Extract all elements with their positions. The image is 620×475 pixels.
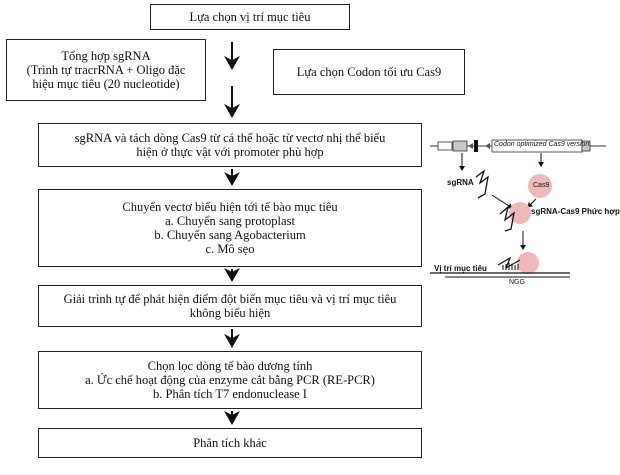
step-label: Lựa chọn Codon tối ưu Cas9 bbox=[296, 65, 442, 79]
step-line: Chuyển vectơ biểu hiện tới tế bào mục ti… bbox=[122, 200, 338, 214]
step-line: sgRNA và tách dòng Cas9 từ cá thể hoặc t… bbox=[74, 131, 386, 145]
complex-label: sgRNA-Cas9 Phức hợp bbox=[531, 207, 620, 216]
step-line: a. Ức chế hoạt động của enzyme cắt bằng … bbox=[85, 373, 375, 387]
step-label: Phân tích khác bbox=[193, 436, 267, 450]
step-line: Tổng hợp sgRNA bbox=[61, 49, 151, 63]
step-transfer-vector: Chuyển vectơ biểu hiện tới tế bào mục ti… bbox=[38, 189, 422, 267]
step-line: không biểu hiện bbox=[189, 306, 271, 320]
arrow-cas9-to-complex bbox=[527, 198, 537, 208]
sgrna-label: sgRNA bbox=[447, 178, 474, 187]
step-line: b. Phân tích T7 endonuclease I bbox=[153, 387, 307, 401]
step-line: b. Chuyển sang Agobacterium bbox=[154, 228, 306, 242]
step-line: hiệu mục tiêu (20 nucleotide) bbox=[32, 77, 180, 91]
step-sequencing: Giải trình tự để phát hiện điểm đột biến… bbox=[38, 285, 422, 327]
pam-label: NGG bbox=[509, 279, 525, 286]
sgrna-cas9-complex-icon bbox=[499, 202, 531, 232]
step-line: Chọn lọc dòng tế bào dương tính bbox=[147, 359, 313, 373]
target-site-label: Vị trí mục tiêu bbox=[434, 264, 487, 273]
sgrna-strand-icon bbox=[475, 169, 489, 199]
step-line: a. Chuyển sang protoplast bbox=[165, 214, 295, 228]
vector-label: Codon optimized Cas9 version bbox=[494, 141, 590, 148]
cas9-label: Cas9 bbox=[533, 182, 550, 189]
step-select-cas9-codon: Lựa chọn Codon tối ưu Cas9 bbox=[273, 49, 465, 95]
step-line: hiện ở thực vật với promoter phù hợp bbox=[136, 145, 324, 159]
step-line: c. Mô sẹo bbox=[205, 242, 255, 256]
step-label: Lựa chọn vị trí mục tiêu bbox=[189, 10, 311, 24]
target-dna-icon bbox=[430, 252, 570, 278]
step-line: Giải trình tự để phát hiện điểm đột biến… bbox=[63, 292, 397, 306]
step-clone-sgrna-cas9: sgRNA và tách dòng Cas9 từ cá thể hoặc t… bbox=[38, 123, 422, 167]
step-other-analysis: Phân tích khác bbox=[38, 428, 422, 458]
cas9-protein-icon bbox=[528, 174, 552, 198]
expression-vector bbox=[430, 139, 606, 153]
step-select-positive-cells: Chọn lọc dòng tế bào dương tính a. Ức ch… bbox=[38, 351, 422, 409]
step-line: (Trình tự tracrRNA + Oligo đặc bbox=[26, 63, 186, 77]
step-synthesize-sgrna: Tổng hợp sgRNA (Trình tự tracrRNA + Olig… bbox=[6, 39, 206, 101]
step-select-target-site: Lựa chọn vị trí mục tiêu bbox=[150, 4, 350, 30]
arrow-sgrna-to-complex bbox=[491, 194, 513, 209]
